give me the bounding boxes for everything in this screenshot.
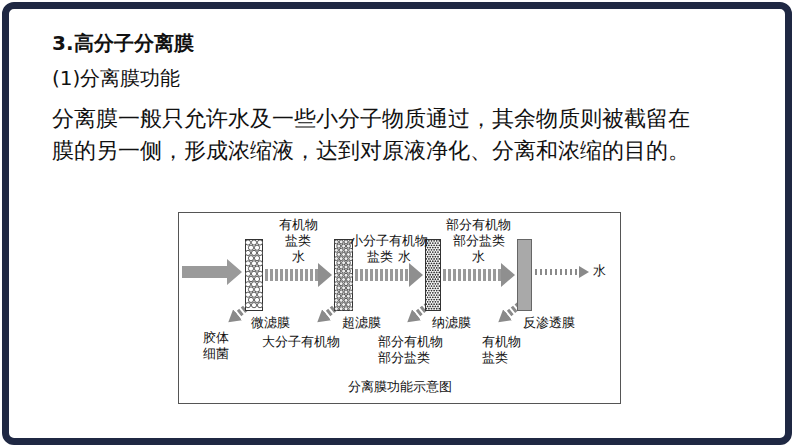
water-arrow [535,269,580,275]
membrane-texture [334,239,353,311]
retained-label: 部分有机物 部分盐类 [378,334,447,366]
retained-label: 胶体 细菌 [203,330,233,362]
retained-label: 有机物 盐类 [482,334,525,366]
stream-contents: 部分有机物 部分盐类 水 [445,217,514,265]
membrane-texture [517,239,532,311]
reject-arrow [415,302,432,316]
stream-contents: 有机物 盐类 水 [277,217,320,265]
section-heading: (1)分离膜功能 [52,70,180,86]
membrane-name: 超滤膜 [342,315,381,331]
feed-arrow [182,259,242,285]
membrane-texture [245,239,263,311]
flow-arrow [443,269,503,281]
figure-caption: 分离膜功能示意图 [179,379,620,395]
stream-contents: 小分子有机物 盐类 水 [348,233,430,265]
flow-arrow [265,269,320,281]
permeate-label: 水 [593,263,606,279]
slide-title: 3.高分子分离膜 [52,30,194,57]
flow-arrow [355,269,411,281]
membrane: 微滤膜 [245,239,263,311]
membrane: 反渗透膜 [517,239,532,311]
membrane-name: 纳滤膜 [432,315,471,331]
membrane: 纳滤膜 [425,239,441,311]
body-paragraph: 分离膜一般只允许水及一些小分子物质通过，其余物质则被截留在 膜的另一侧，形成浓缩… [52,103,707,167]
membrane-texture [425,239,441,311]
retained-label: 大分子有机物 [262,334,340,350]
membrane: 超滤膜 [334,239,353,311]
membrane-name: 反渗透膜 [523,315,575,331]
membrane-name: 微滤膜 [251,315,290,331]
